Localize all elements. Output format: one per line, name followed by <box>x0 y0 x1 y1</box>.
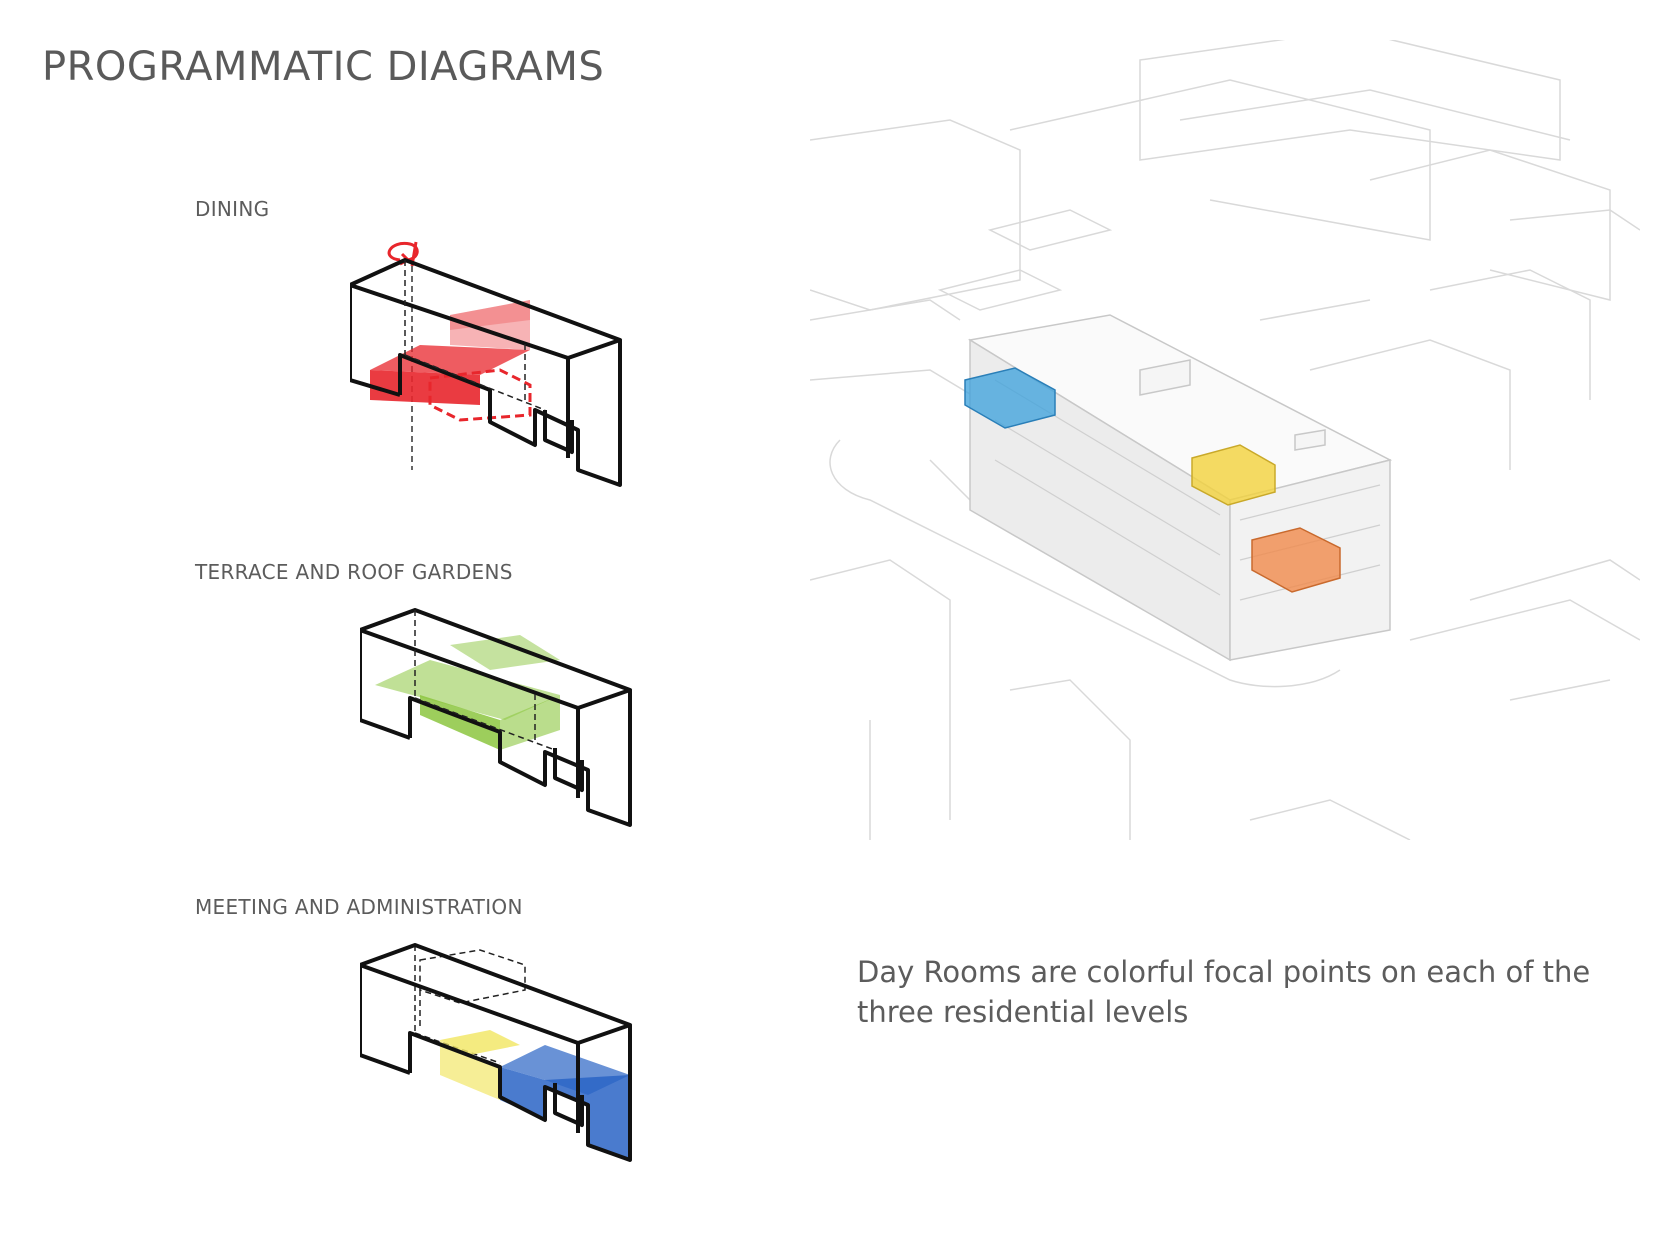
page-title: PROGRAMMATIC DIAGRAMS <box>42 44 605 90</box>
dining-massing-diagram <box>350 241 622 487</box>
day-room-orange <box>1251 527 1341 593</box>
caption-text: Day Rooms are colorful focal points on e… <box>857 955 1591 1029</box>
diagram-label-dining: DINING <box>195 197 270 221</box>
meeting-massing-diagram <box>360 943 632 1162</box>
diagram-label-terrace: TERRACE AND ROOF GARDENS <box>195 560 513 584</box>
day-room-blue <box>964 367 1056 429</box>
terrace-massing-diagram <box>360 608 632 827</box>
diagram-label-meeting: MEETING AND ADMINISTRATION <box>195 895 523 919</box>
axonometric-site-view <box>810 40 1640 840</box>
day-room-yellow <box>1191 444 1276 506</box>
